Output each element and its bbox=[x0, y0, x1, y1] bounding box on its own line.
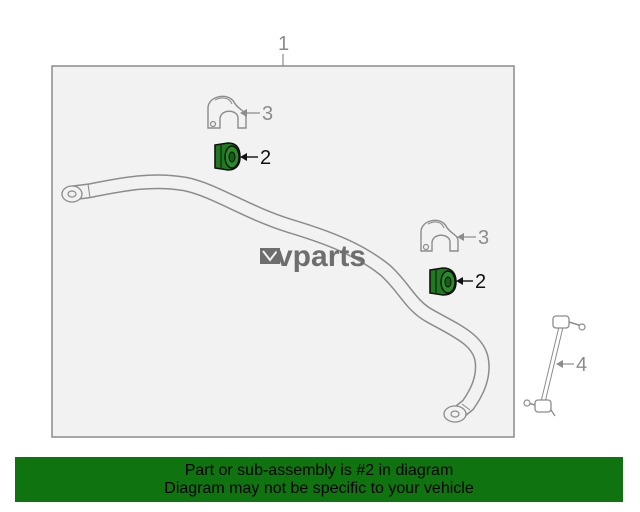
stabilizer-link bbox=[523, 315, 586, 417]
arrowhead-2-left bbox=[240, 153, 247, 161]
callout-3-left: 3 bbox=[262, 103, 273, 125]
callout-2-right: 2 bbox=[475, 271, 486, 293]
callout-2-left: 2 bbox=[260, 147, 271, 169]
arrowhead-4 bbox=[556, 360, 563, 368]
bushing-left bbox=[214, 142, 241, 171]
callout-1: 1 bbox=[278, 33, 289, 55]
arrowhead-2-right bbox=[456, 277, 463, 285]
callout-3-right: 3 bbox=[478, 227, 489, 249]
arrowhead-3-left bbox=[240, 109, 247, 117]
assembly-frame bbox=[51, 65, 515, 438]
bar-end-eye-left bbox=[61, 185, 83, 203]
bracket-right bbox=[420, 219, 459, 252]
bar-end-eye-right bbox=[443, 405, 467, 423]
notice-banner: Part or sub-assembly is #2 in diagram Di… bbox=[15, 457, 623, 502]
watermark-text: vparts bbox=[276, 240, 366, 273]
vparts-logo: vparts bbox=[260, 240, 366, 273]
callout-4: 4 bbox=[576, 354, 587, 376]
arrowhead-3-right bbox=[457, 233, 464, 241]
banner-line-1: Part or sub-assembly is #2 in diagram bbox=[184, 461, 454, 479]
banner-line-2: Diagram may not be specific to your vehi… bbox=[164, 479, 474, 497]
stabilizer-bar bbox=[61, 174, 490, 423]
bushing-right bbox=[429, 267, 457, 296]
